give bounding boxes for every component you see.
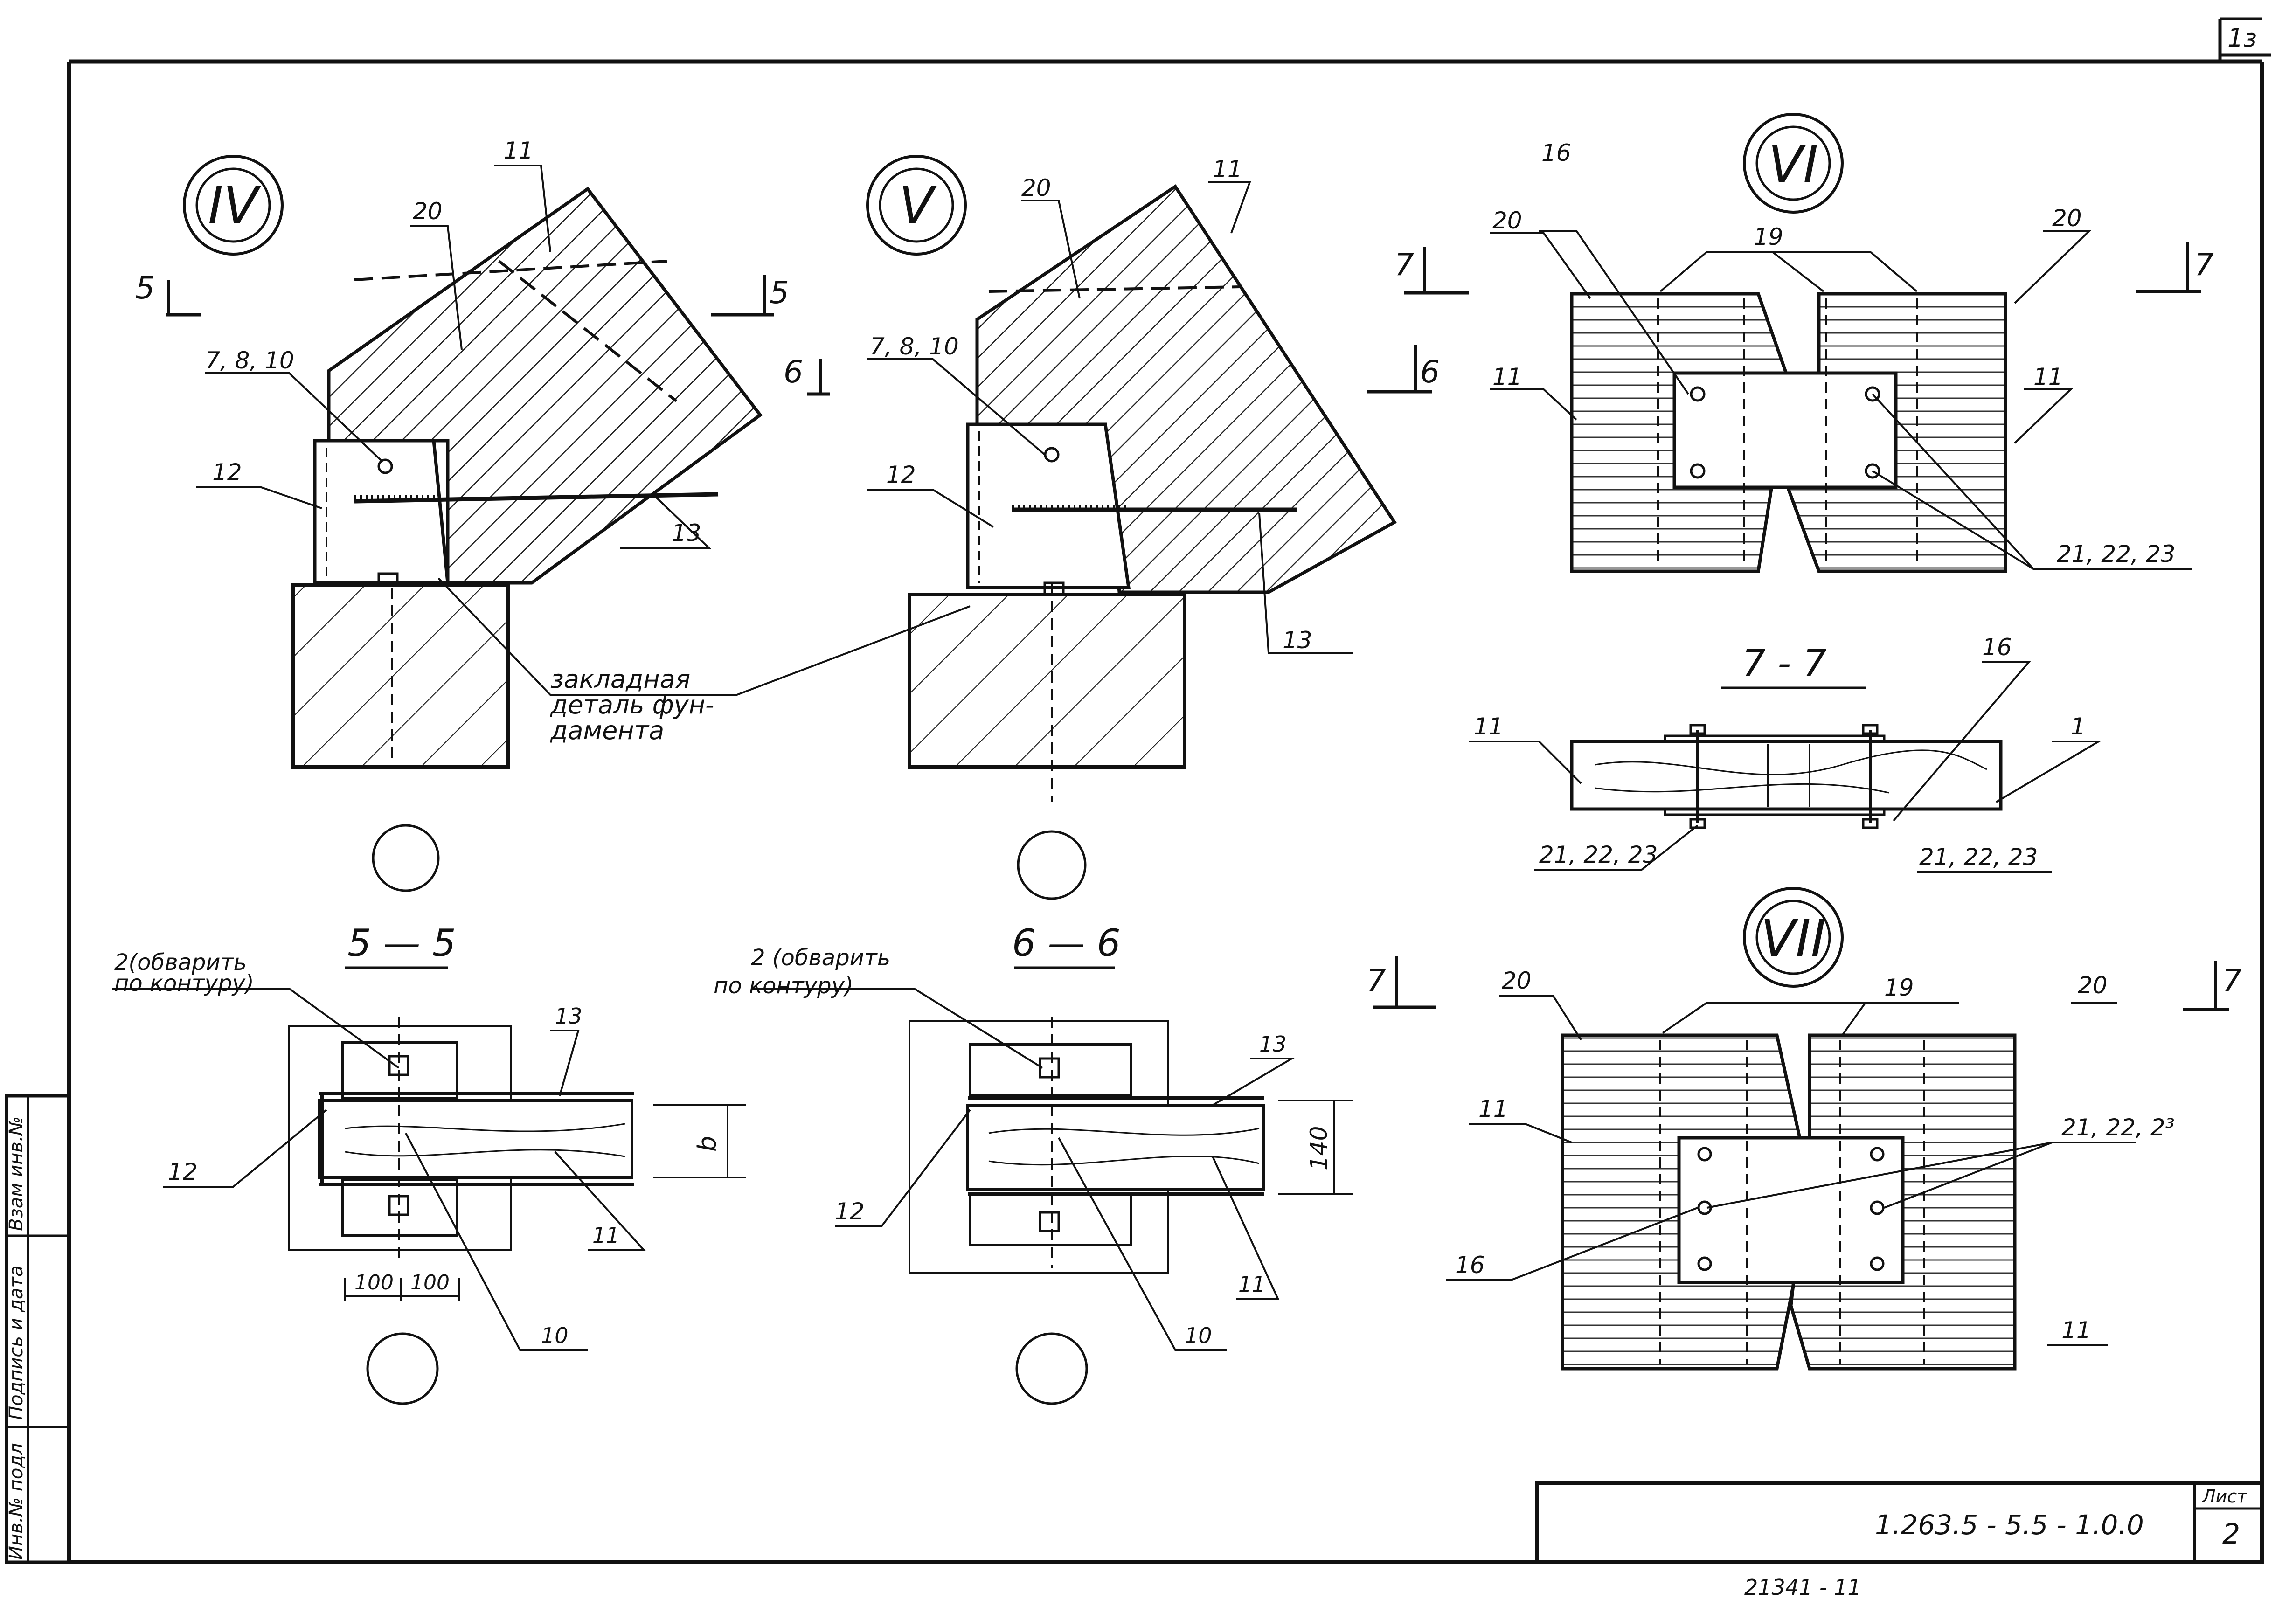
section-5-5-weld-note-2: по контуру): [114, 970, 254, 997]
plate-12-v: [966, 422, 1131, 589]
section-5-5-label-11: 11: [592, 1223, 620, 1248]
detail-v-roman: V: [899, 175, 937, 235]
detail-v-label-13: 13: [1283, 627, 1312, 654]
section-7-7-beam: [1570, 740, 2003, 811]
stamp-inv-number: Инв.№ подл: [6, 1443, 27, 1560]
section-6-6-weld-note-1: 2 (обварить: [751, 945, 890, 971]
detail-v: [807, 155, 1432, 900]
detail-vii-roman: VII: [1761, 908, 1826, 968]
detail-vii-label-bolts: 21, 22, 2³: [2061, 1114, 2175, 1141]
archive-stamp: 21341 - 11: [1744, 1575, 1861, 1599]
cut-5-left: 5: [135, 270, 155, 306]
detail-iv-label-13: 13: [672, 519, 701, 547]
stamp-signature-date: Подпись и дата: [6, 1266, 27, 1420]
detail-vii-label-11-left: 11: [1478, 1095, 1508, 1122]
detail-v-label-11: 11: [1213, 156, 1242, 183]
section-5-5-dim-right: 100: [410, 1271, 450, 1294]
section-5-5-label-13: 13: [555, 1004, 583, 1029]
corner-page-number: 1з: [2227, 23, 2257, 53]
section-6-6-dim-140: 140: [1305, 1126, 1332, 1170]
section-6-6-weld-note-2: по контуру): [714, 973, 853, 999]
section-5-5-timber: [318, 1099, 633, 1179]
detail-iv-roman: IV: [208, 175, 261, 235]
section-6-6-title: 6 — 6: [1012, 921, 1121, 965]
section-7-7-label-11: 11: [1474, 713, 1504, 740]
detail-vi-roman: VI: [1768, 134, 1818, 194]
section-5-5-dim-left: 100: [354, 1271, 394, 1294]
detail-vi-label-bolts: 21, 22, 23: [2057, 540, 2175, 568]
section-6-6: [751, 966, 1353, 1405]
side-stamp: [5, 1094, 71, 1564]
sheet-number: 2: [2222, 1518, 2240, 1551]
section-6-6-upper-plate: [969, 1043, 1132, 1097]
section-5-5-dim-b: b: [693, 1136, 722, 1152]
cut-6-left: 6: [784, 354, 803, 390]
stamp-replaced-inv: Взам инв.№: [6, 1116, 27, 1231]
foundation-v: [908, 593, 1186, 769]
detail-vii-label-20-right: 20: [2078, 972, 2108, 999]
section-5-5-label-12: 12: [168, 1158, 198, 1185]
detail-vi-label-16: 16: [1541, 139, 1571, 166]
section-7-7-bolts-right: 21, 22, 23: [1919, 844, 2038, 871]
cut-6-right: 6: [1420, 354, 1440, 390]
section-5-5: [112, 966, 746, 1405]
section-6-6-lower-plate: [969, 1192, 1132, 1246]
detail-vii-label-20-left: 20: [1502, 967, 1532, 994]
detail-vii-label-16: 16: [1455, 1252, 1485, 1279]
plate-12-iv: [313, 439, 450, 585]
foundation-iv: [291, 583, 510, 769]
detail-vi-label-11-left: 11: [1492, 363, 1522, 390]
section-5-5-title: 5 — 5: [347, 921, 456, 965]
section-6-6-label-13: 13: [1259, 1031, 1287, 1057]
section-7-7-label-1: 1: [2071, 713, 2086, 740]
section-7-7-title: 7 - 7: [1742, 642, 1827, 685]
detail-vii: [1373, 887, 2229, 1371]
cut-7-right-vii: 7: [2222, 962, 2242, 998]
section-6-6-label-12: 12: [835, 1198, 865, 1225]
foundation-note-line2: деталь фун-: [550, 690, 714, 720]
detail-vi-label-20-left: 20: [1492, 207, 1522, 234]
section-5-5-label-10: 10: [541, 1323, 569, 1348]
detail-vii-label-11-bottom: 11: [2061, 1317, 2091, 1344]
detail-iv: [166, 155, 774, 892]
section-5-5-upper-plate: [341, 1041, 458, 1100]
cut-7-left-vii: 7: [1367, 962, 1386, 998]
foundation-note-line1: закладная: [550, 665, 690, 694]
detail-v-label-12: 12: [886, 461, 916, 488]
foundation-note-leaders: [437, 577, 971, 696]
section-5-5-weld-note-1: 2(обварить: [114, 949, 247, 976]
foundation-note-line3: дамента: [550, 716, 664, 745]
detail-iv-label-bolts: 7, 8, 10: [205, 347, 294, 374]
section-6-6-timber: [966, 1104, 1265, 1191]
detail-vi-label-11-right: 11: [2033, 363, 2063, 390]
detail-iv-label-12: 12: [212, 459, 242, 486]
detail-v-label-bolts: 7, 8, 10: [870, 333, 959, 360]
detail-vi-label-19: 19: [1754, 223, 1783, 250]
section-6-6-label-10: 10: [1185, 1323, 1212, 1348]
sheet-label: Лист: [2201, 1486, 2248, 1507]
section-5-5-lower-plate: [341, 1178, 458, 1237]
section-7-7-bolts-left: 21, 22, 23: [1539, 841, 1658, 868]
overlay-16-vi: [1672, 371, 1898, 489]
overlay-16-vii: [1677, 1136, 1905, 1284]
detail-iv-label-20: 20: [413, 198, 443, 225]
detail-iv-label-11: 11: [504, 137, 534, 164]
section-6-6-label-11: 11: [1238, 1272, 1266, 1297]
cut-7-right-vi: 7: [2194, 247, 2214, 283]
detail-vi: [1404, 113, 2201, 573]
cut-5-right: 5: [770, 275, 789, 311]
section-7-7-label-16: 16: [1982, 634, 2012, 661]
cut-7-left-vi: 7: [1394, 247, 1414, 283]
detail-v-label-20: 20: [1021, 174, 1051, 201]
detail-vi-label-20-right: 20: [2052, 205, 2082, 232]
detail-vii-label-19: 19: [1884, 974, 1914, 1001]
section-7-7: [1469, 661, 2102, 873]
drawing-code: 1.263.5 - 5.5 - 1.0.0: [1875, 1509, 2144, 1541]
title-block: [1535, 1481, 2264, 1564]
